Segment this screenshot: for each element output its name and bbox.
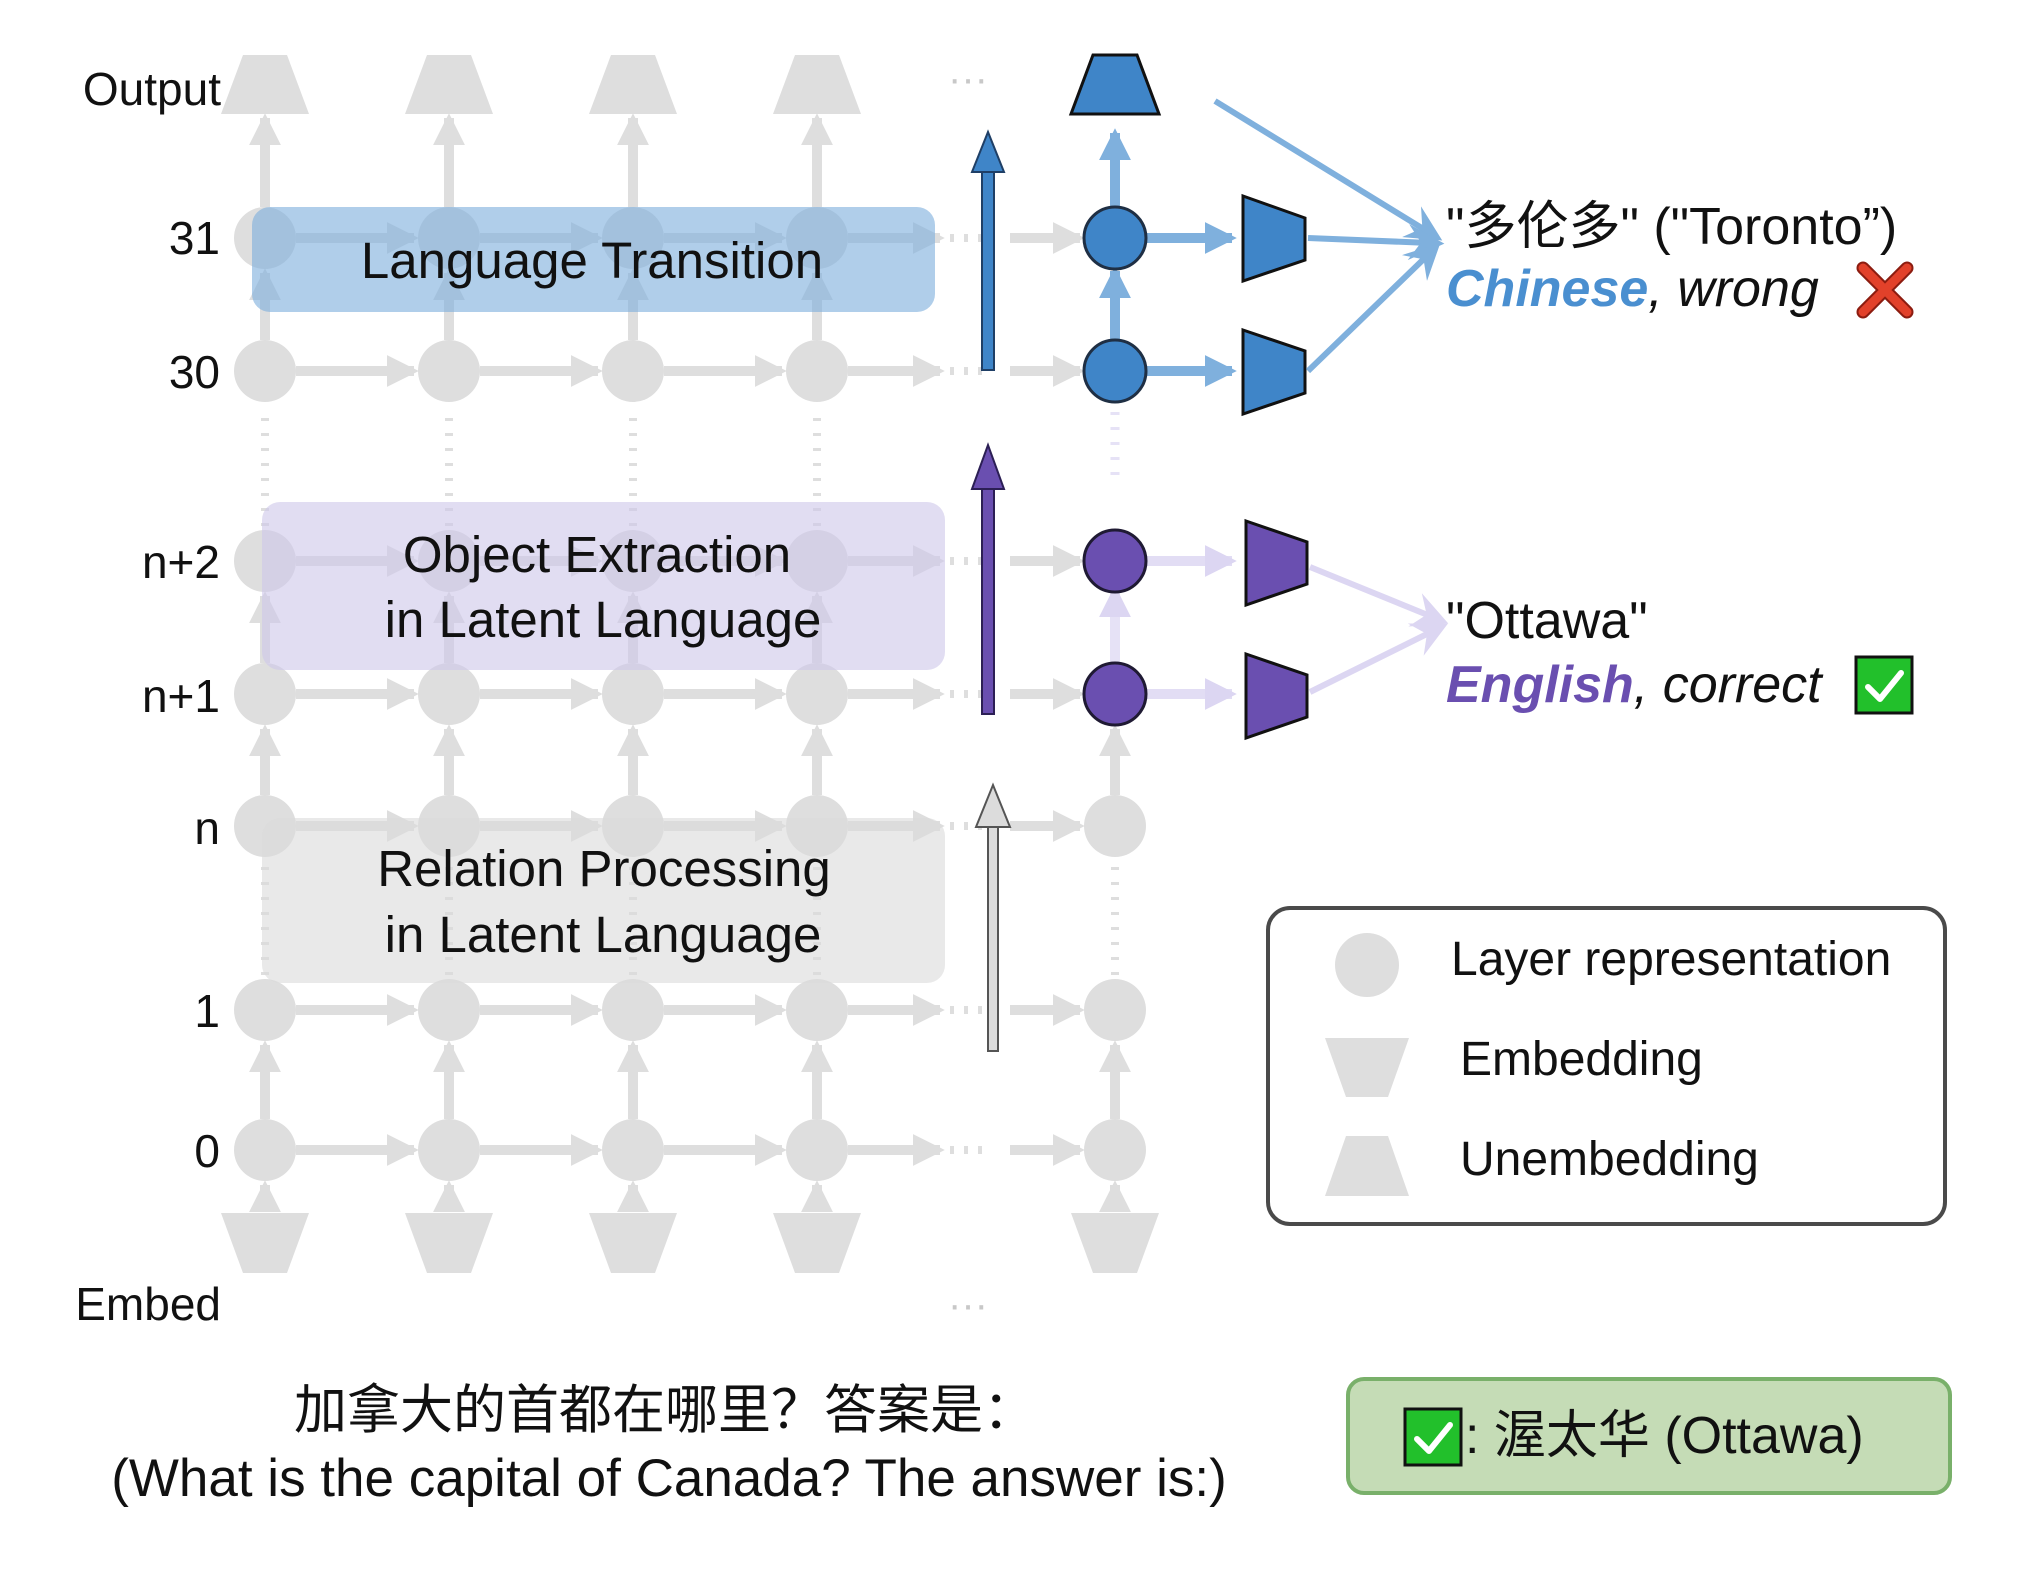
logit-lens-unembed-n2	[1244, 518, 1309, 608]
logit-lens-unembed-30	[1241, 327, 1307, 417]
legend-unembedding-label: Unembedding	[1460, 1133, 1759, 1186]
prompt-chinese: 加拿大的首都在哪里？答案是：	[294, 1381, 1036, 1440]
output-unembedding	[405, 55, 493, 114]
row-label-n-plus-2: n+2	[142, 536, 220, 588]
logit-lens-unembed-n1	[1244, 651, 1309, 741]
stage-object-extraction: Object Extraction in Latent Language	[262, 502, 945, 670]
layer-node	[786, 340, 848, 402]
answer-english-verdict: English, correct	[1446, 656, 1824, 714]
legend-embedding-label: Embedding	[1460, 1033, 1703, 1086]
layer-node	[602, 1119, 664, 1181]
final-answer-text: : 渥太华 (Ottawa)	[1465, 1407, 1864, 1465]
answer-chinese-quote: "多伦多" ("Toronto”)	[1446, 198, 1897, 256]
layer-node-n1-final	[1082, 661, 1148, 727]
prompt: 加拿大的首都在哪里？答案是： (What is the capital of C…	[111, 1381, 1227, 1508]
language-transition-box	[252, 207, 935, 312]
row-label-0: 0	[194, 1125, 220, 1177]
layer-node	[602, 663, 664, 725]
layer-node	[1084, 795, 1146, 857]
layer-node	[418, 340, 480, 402]
row-label-n-plus-1: n+1	[142, 670, 220, 722]
answer-chinese-wrong: , wrong	[1648, 260, 1819, 318]
stage-arrow-purple	[970, 442, 1006, 715]
layer-node	[234, 1119, 296, 1181]
layer-node	[786, 1119, 848, 1181]
row-label-31: 31	[169, 212, 220, 264]
check-icon	[1403, 1407, 1463, 1467]
input-embedding	[405, 1213, 493, 1273]
row-labels: Output 31 30 n+2 n+1 n 1 0 Embed	[75, 63, 221, 1330]
stage-relation-processing: Relation Processing in Latent Language	[262, 818, 945, 983]
answer-english-quote: "Ottawa"	[1446, 592, 1648, 650]
layer-node-30-final	[1082, 338, 1148, 404]
layer-node	[602, 979, 664, 1041]
last-token-column	[1068, 53, 1449, 741]
final-answer-box	[1346, 1377, 1952, 1495]
answer-english-language: English	[1446, 656, 1634, 714]
object-extraction-label-line1: Object Extraction	[403, 526, 791, 583]
row-label-n: n	[194, 802, 220, 854]
final-answer: : 渥太华 (Ottawa)	[1346, 1377, 1952, 1495]
legend-unembedding-icon	[1325, 1136, 1409, 1196]
object-extraction-box	[262, 502, 945, 670]
answer-english-correct: , correct	[1634, 656, 1824, 714]
answer-chinese-verdict: Chinese, wrong	[1446, 260, 1819, 318]
cross-icon	[1856, 261, 1914, 319]
layer-node	[234, 663, 296, 725]
prompt-english: (What is the capital of Canada? The answ…	[111, 1449, 1227, 1508]
legend-box	[1266, 906, 1947, 1226]
legend-layer-representation-icon	[1335, 933, 1399, 997]
answer-chinese: "多伦多" ("Toronto”) Chinese, wrong	[1446, 198, 1914, 319]
column-ellipsis: ··· ···	[948, 57, 988, 1327]
ellipsis-output: ···	[948, 57, 988, 101]
legend-embedding-icon	[1325, 1038, 1409, 1097]
row-label-30: 30	[169, 346, 220, 398]
legend: Layer representation Embedding Unembeddi…	[1266, 906, 1947, 1226]
output-unembedding	[221, 55, 309, 114]
input-embedding	[221, 1213, 309, 1273]
relation-processing-label-line2: in Latent Language	[385, 906, 822, 963]
check-icon	[1854, 655, 1914, 715]
layer-node	[234, 340, 296, 402]
layer-node	[786, 663, 848, 725]
layer-node	[418, 979, 480, 1041]
layer-node	[234, 979, 296, 1041]
relation-processing-box	[262, 818, 945, 983]
ellipsis-embed: ···	[948, 1283, 988, 1327]
row-label-1: 1	[194, 985, 220, 1037]
stage-arrow-blue	[970, 129, 1006, 371]
layer-node	[1084, 979, 1146, 1041]
language-transition-label: Language Transition	[361, 232, 823, 289]
layer-node	[418, 1119, 480, 1181]
answer-chinese-language: Chinese	[1446, 260, 1648, 318]
input-embedding	[589, 1213, 677, 1273]
row-label-output: Output	[83, 63, 221, 115]
input-embedding	[1071, 1213, 1159, 1273]
legend-layer-representation-label: Layer representation	[1451, 933, 1891, 986]
layer-node-31-final	[1082, 205, 1148, 271]
row-label-embed: Embed	[75, 1278, 221, 1330]
relation-processing-label-line1: Relation Processing	[377, 840, 831, 897]
logit-lens-unembed-31	[1241, 193, 1307, 284]
layer-node	[418, 663, 480, 725]
layer-node	[786, 979, 848, 1041]
stage-language-transition: Language Transition	[252, 207, 935, 312]
output-unembedding-final	[1068, 53, 1162, 116]
stage-arrow-gray	[974, 782, 1012, 1052]
object-extraction-label-line2: in Latent Language	[385, 591, 822, 648]
output-unembedding	[589, 55, 677, 114]
layer-node	[1084, 1119, 1146, 1181]
output-unembedding	[773, 55, 861, 114]
answer-english: "Ottawa" English, correct	[1446, 592, 1914, 715]
layer-node	[602, 340, 664, 402]
layer-node-n2-final	[1082, 528, 1148, 594]
input-embedding	[773, 1213, 861, 1273]
